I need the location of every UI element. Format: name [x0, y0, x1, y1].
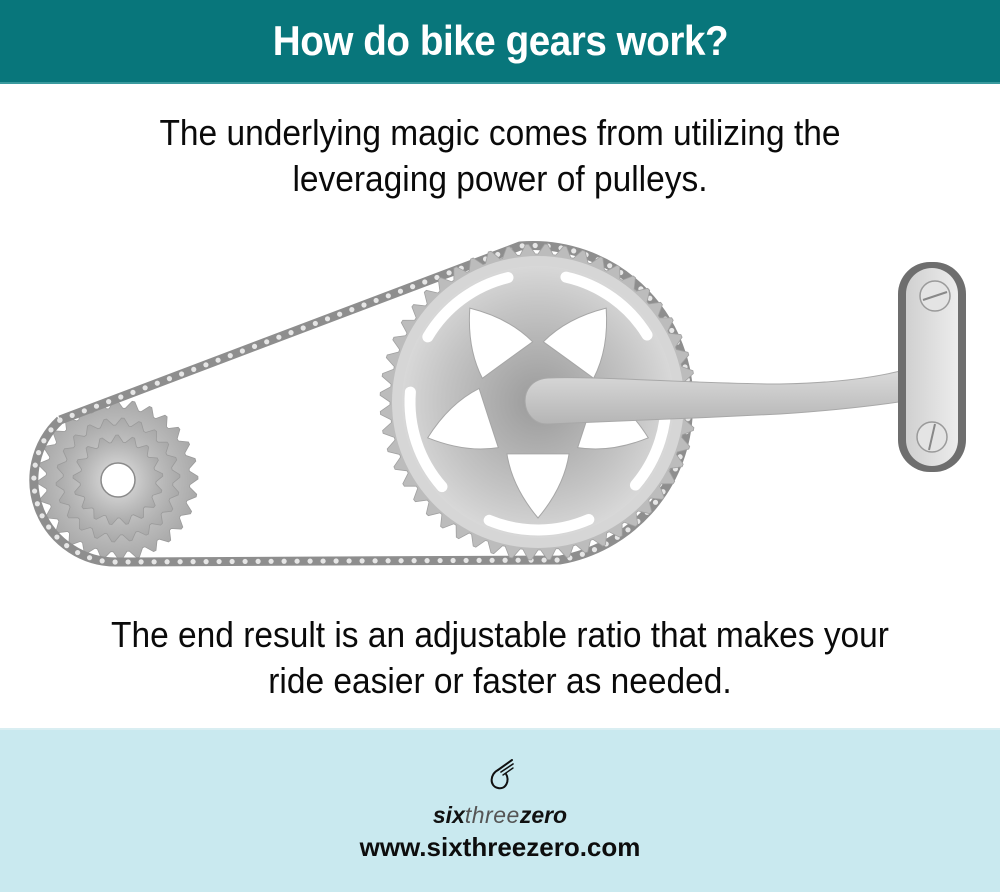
brand-part-zero: zero: [519, 802, 568, 828]
brand-part-three: three: [464, 802, 520, 828]
conclusion-line-1: The end result is an adjustable ratio th…: [111, 614, 889, 655]
conclusion-line-2: ride easier or faster as needed.: [268, 660, 732, 701]
page-title: How do bike gears work?: [272, 17, 728, 64]
brand-wordmark: sixthreezero: [0, 802, 1000, 829]
winged-circle-logo-icon: [490, 759, 514, 790]
website-url[interactable]: www.sixthreezero.com: [359, 832, 641, 862]
intro-line-2: leveraging power of pulleys.: [292, 158, 708, 199]
footer-brand-area: sixthreezero www.sixthreezero.com: [0, 728, 1000, 892]
conclusion-caption: The end result is an adjustable ratio th…: [0, 612, 1000, 704]
header-banner: How do bike gears work?: [0, 0, 1000, 84]
intro-caption: The underlying magic comes from utilizin…: [0, 110, 1000, 202]
pedal: [898, 262, 966, 472]
rear-cassette: [37, 399, 199, 561]
drivetrain-illustration: [0, 225, 1000, 585]
brand-part-six: six: [432, 802, 465, 828]
crank-arm: [524, 367, 913, 425]
intro-line-1: The underlying magic comes from utilizin…: [159, 112, 841, 153]
